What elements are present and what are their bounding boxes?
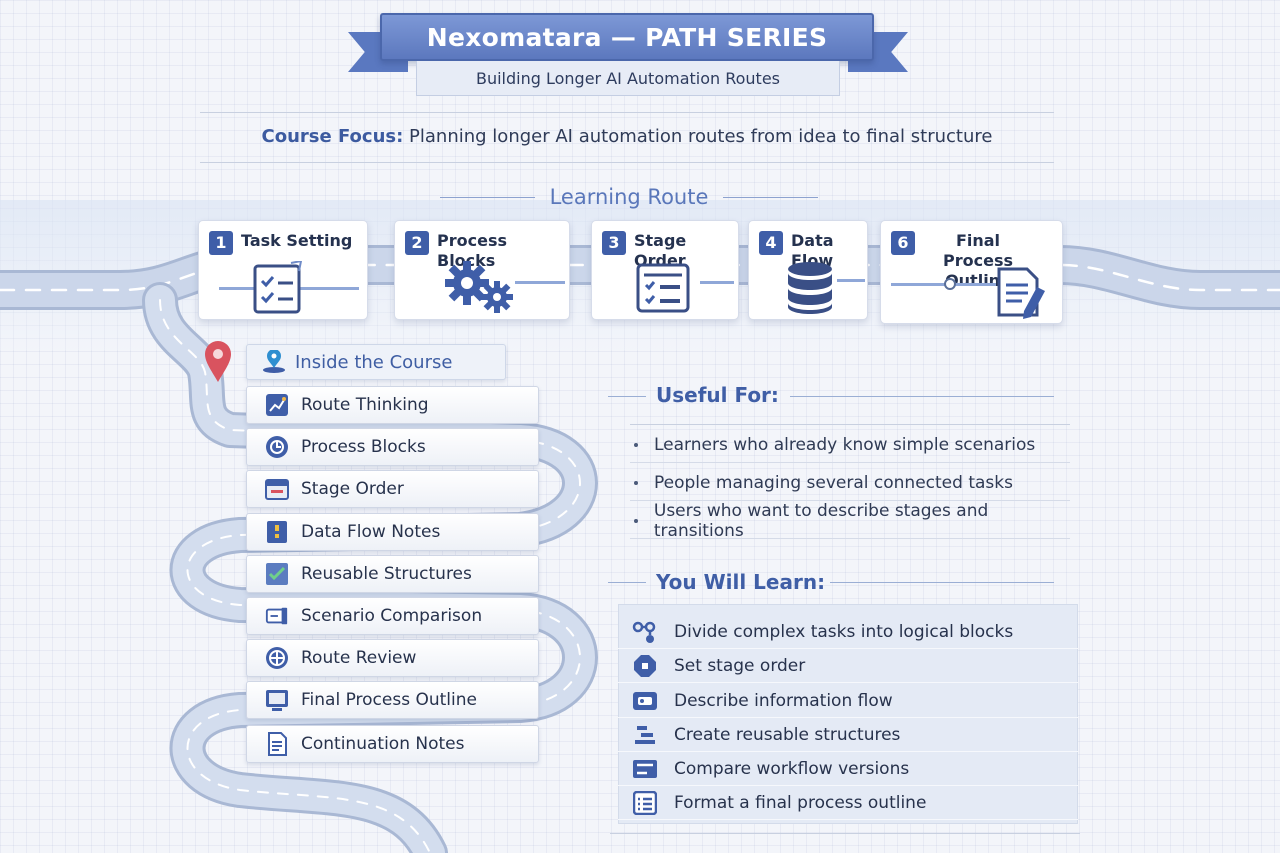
list-box-icon [633,790,657,815]
route-step-2[interactable]: 2 Process Blocks [394,220,570,320]
step-arrow [891,283,996,286]
learn-item: Describe information flow [618,684,1078,718]
learn-item: Format a final process outline [618,786,1078,820]
step-label: Process Blocks [437,231,507,270]
step-arrow [700,281,734,284]
learn-item-label: Compare workflow versions [674,758,910,779]
course-item-final-process-outline[interactable]: Final Process Outline [246,681,539,719]
learn-item-label: Set stage order [674,655,806,676]
course-item-stage-order[interactable]: Stage Order [246,470,539,508]
step-number: 6 [891,231,915,255]
compare-box-icon [633,759,657,778]
course-item-label: Scenario Comparison [301,606,483,626]
compare-icon [265,607,288,625]
monitor-icon [266,690,288,711]
useful-for-item: People managing several connected tasks [630,465,1070,501]
useful-for-item: Learners who already know simple scenari… [630,427,1070,463]
course-item-scenario-comparison[interactable]: Scenario Comparison [246,597,539,635]
database-icon [788,262,832,314]
course-item-reusable-structures[interactable]: Reusable Structures [246,555,539,593]
map-pin-icon [205,341,231,382]
learning-route-title: Learning Route [440,185,818,209]
learn-item: Create reusable structures [618,718,1078,752]
step-number: 4 [759,231,783,255]
learn-item-label: Create reusable structures [674,724,901,745]
learn-item: Set stage order [618,649,1078,683]
course-item-continuation-notes[interactable]: Continuation Notes [246,725,539,763]
course-item-route-review[interactable]: Route Review [246,639,539,677]
ordered-list-icon [636,263,690,313]
page-subtitle: Building Longer AI Automation Routes [416,61,840,96]
calendar-icon [265,479,289,500]
divider [610,833,1080,834]
section-rule [608,396,646,397]
course-item-label: Process Blocks [301,437,426,457]
course-item-data-flow-notes[interactable]: Data Flow Notes [246,513,539,551]
bullet-dot [634,518,638,523]
step-number: 2 [405,231,429,255]
divider [200,112,1054,113]
course-focus: Course Focus: Planning longer AI automat… [200,126,1054,147]
route-step-1[interactable]: 1 Task Setting [198,220,368,320]
course-item-label: Stage Order [301,479,404,499]
inside-course-title: Inside the Course [295,351,453,373]
course-item-process-blocks[interactable]: Process Blocks [246,428,539,466]
step-number: 1 [209,231,233,255]
check-curve-icon [266,563,288,585]
course-item-route-thinking[interactable]: Route Thinking [246,386,539,424]
useful-for-text: Learners who already know simple scenari… [654,434,1036,455]
useful-for-item: Users who want to describe stages and tr… [630,500,1070,541]
learn-item-label: Format a final process outline [674,792,927,813]
step-arrow [837,279,865,282]
divider [200,162,1054,163]
learn-item-label: Divide complex tasks into logical blocks [674,621,1014,642]
bullet-dot [634,480,638,485]
useful-for-title: Useful For: [656,383,779,407]
course-item-label: Final Process Outline [301,690,477,710]
inside-course-header: Inside the Course [246,344,506,380]
gears-icon [445,261,513,313]
course-focus-text: Planning longer AI automation routes fro… [409,126,993,147]
learn-item: Divide complex tasks into logical blocks [618,615,1078,649]
route-node-icon [944,278,956,290]
you-will-learn-title: You Will Learn: [656,570,826,594]
section-rule [608,582,646,583]
step-arrow [515,281,565,284]
course-item-label: Reusable Structures [301,564,472,584]
cycle-icon [266,436,288,458]
learn-panel [618,604,1078,824]
document-pen-icon [997,267,1045,319]
bullet-dot [634,442,638,447]
useful-for-text: Users who want to describe stages and tr… [653,500,989,541]
route-map-icon [266,394,288,416]
course-item-label: Continuation Notes [301,734,465,754]
notes-icon [267,521,287,543]
stack-icon [635,725,655,744]
divider [630,424,1070,425]
section-rule [830,582,1054,583]
nodes-icon [632,621,656,643]
location-icon [263,350,285,373]
section-rule [790,396,1054,397]
octagon-icon [634,654,656,677]
learn-item: Compare workflow versions [618,752,1078,786]
checklist-icon [253,261,303,314]
course-item-label: Route Review [301,648,417,668]
step-number: 3 [602,231,626,255]
course-item-label: Data Flow Notes [301,522,441,542]
step-label: Task Setting [241,231,353,250]
document-icon [268,732,287,756]
page-title: Nexomatara — PATH SERIES [380,13,874,61]
course-item-label: Route Thinking [301,395,429,415]
useful-for-text: People managing several connected tasks [654,472,1013,493]
flow-box-icon [633,691,657,710]
compass-icon [266,647,288,669]
course-focus-label: Course Focus: [261,126,404,147]
learn-item-label: Describe information flow [674,690,893,711]
